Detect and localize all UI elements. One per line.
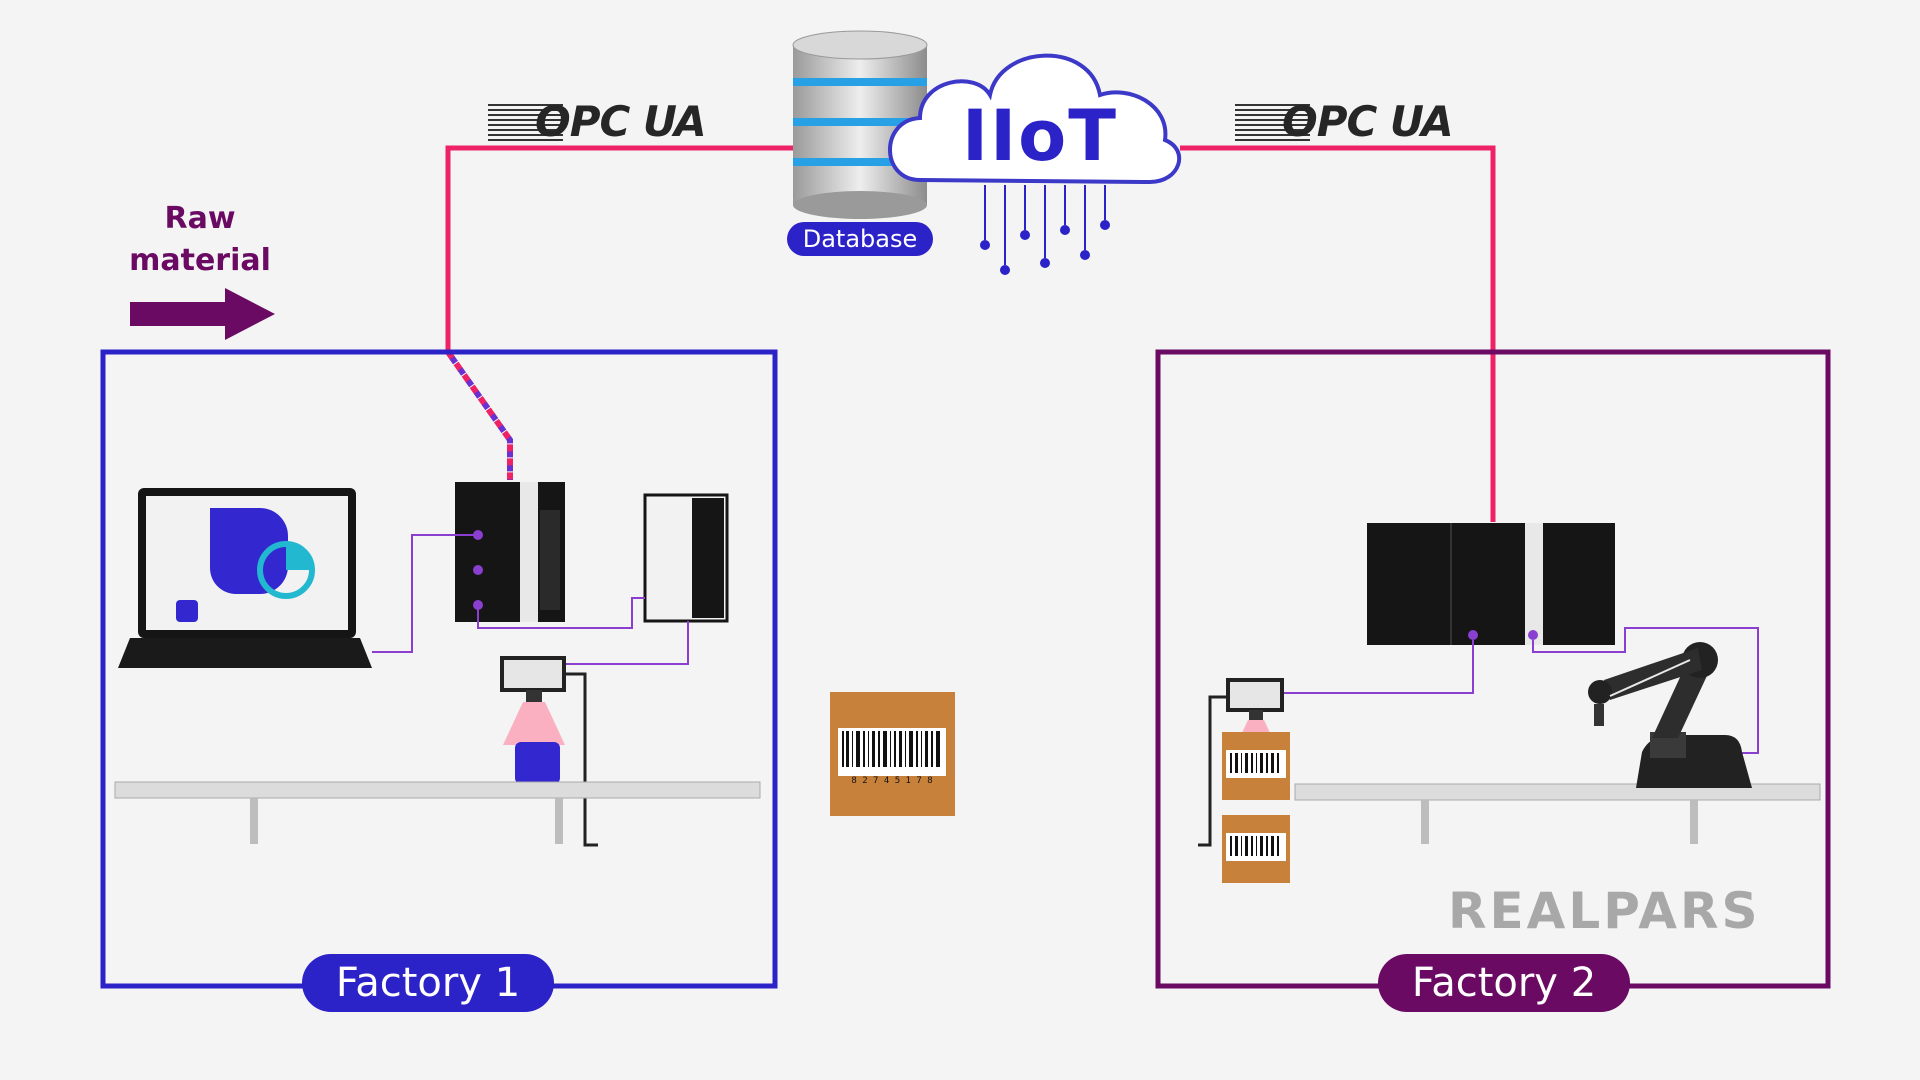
network-lines bbox=[445, 145, 1496, 522]
laptop-icon bbox=[118, 488, 372, 668]
scanner-icon bbox=[500, 656, 598, 847]
robot-arm-icon bbox=[1588, 642, 1752, 788]
factory1-label: Factory 1 bbox=[302, 954, 554, 1012]
barcode-box-icon: 8 2 7 4 5 1 7 8 bbox=[830, 692, 955, 816]
database-badge: Database bbox=[787, 222, 933, 256]
network-line-left bbox=[445, 145, 795, 352]
opc-ua-logo-right: OPC UA bbox=[1282, 97, 1454, 146]
network-line-left-drop bbox=[445, 350, 513, 480]
signal-wires-f2 bbox=[1282, 627, 1759, 754]
factory2-label: Factory 2 bbox=[1378, 954, 1630, 1012]
raw-material-label: Raw material bbox=[129, 201, 271, 278]
conveyor-icon-f2 bbox=[1294, 783, 1821, 844]
switch-icon bbox=[643, 493, 729, 623]
network-line-left-drop-accent bbox=[445, 350, 513, 480]
network-line-right bbox=[1180, 145, 1496, 522]
barcode-digits: 8 2 7 4 5 1 7 8 bbox=[851, 776, 932, 786]
opc-ua-logo-left: OPC UA bbox=[535, 97, 707, 146]
raw-material-arrow bbox=[130, 288, 275, 340]
cloud-icon bbox=[888, 53, 1182, 275]
conveyor-icon bbox=[114, 781, 761, 844]
plc-icon bbox=[455, 482, 565, 622]
opc-ua-logo-stripes-left bbox=[488, 104, 563, 142]
brand-logo: REALPARS bbox=[1448, 882, 1761, 940]
barcode-box-stack-f2 bbox=[1222, 732, 1290, 883]
plc-icon-f2 bbox=[1367, 523, 1615, 645]
factory1-box bbox=[100, 349, 778, 989]
opc-ua-logo-stripes-right bbox=[1235, 104, 1310, 142]
iiot-title: IIoT bbox=[962, 95, 1118, 177]
